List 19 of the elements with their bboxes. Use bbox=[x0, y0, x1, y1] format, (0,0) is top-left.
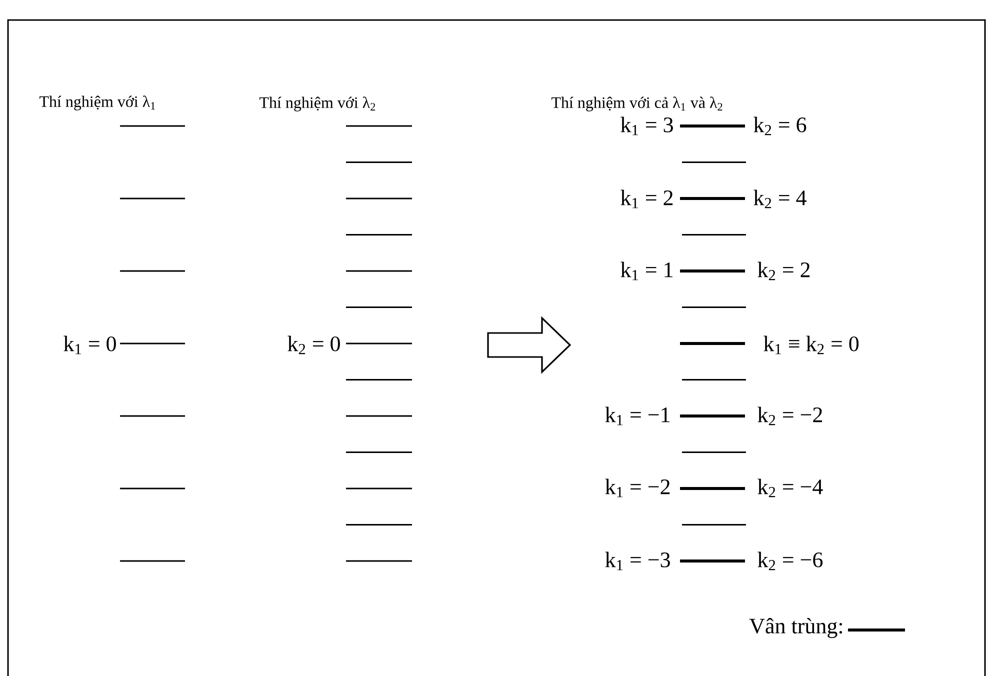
order-label: k$_{2}$ = 6 bbox=[754, 116, 806, 136]
order-label: k$_{1}$ = 1 bbox=[620, 262, 672, 280]
order-label: k$_{1}$ = 2 bbox=[620, 190, 673, 208]
column-heading: Thí nghiệm với cả λ$_{1}$ và λ$_{2}$ bbox=[552, 96, 722, 112]
order-label: k$_{1}$ = 0 bbox=[64, 336, 116, 354]
column-heading: Thí nghiệm với λ$_{1}$ bbox=[40, 96, 155, 110]
order-label: k$_{1}$ ≡ k$_{2}$ = 0 bbox=[764, 336, 859, 354]
order-label: k$_{2}$ = 0 bbox=[288, 336, 340, 354]
order-label: k$_{2}$ = −2 bbox=[758, 406, 822, 426]
order-label: k$_{1}$ = −1 bbox=[605, 406, 670, 426]
legend-label: Vân trùng: bbox=[749, 618, 842, 638]
order-label: k$_{2}$ = −6 bbox=[758, 552, 823, 570]
order-label: k$_{1}$ = −2 bbox=[605, 478, 670, 498]
order-label: k$_{1}$ = 3 bbox=[620, 116, 673, 136]
order-label: k$_{2}$ = 4 bbox=[754, 190, 806, 208]
column-heading: Thí nghiệm với λ$_{2}$ bbox=[260, 96, 376, 112]
order-label: k$_{2}$ = −4 bbox=[758, 478, 823, 498]
order-label: k$_{2}$ = 2 bbox=[758, 262, 810, 280]
order-label: k$_{1}$ = −3 bbox=[605, 552, 670, 570]
